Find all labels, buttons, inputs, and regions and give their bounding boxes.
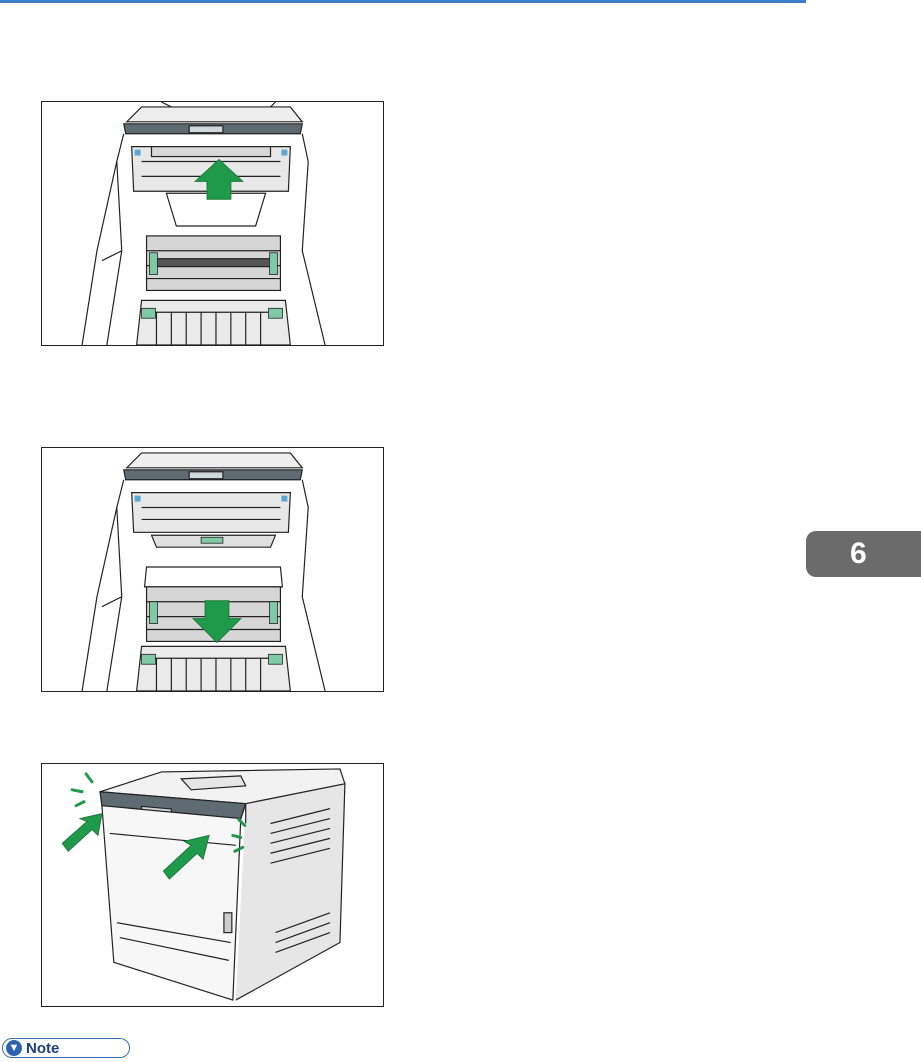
note-text: Note [26, 1040, 59, 1057]
figure-lower-transfer-unit [41, 447, 384, 692]
header-rule [0, 0, 806, 3]
note-label: ▼ Note [2, 1038, 130, 1058]
chapter-number: 6 [850, 537, 867, 571]
printer-open-up-illustration [42, 102, 383, 345]
down-arrow-circle-icon: ▼ [6, 1040, 22, 1056]
chapter-tab: 6 [806, 531, 921, 577]
figure-raise-fuser-cover [41, 101, 384, 346]
arrow-push-left-icon [62, 814, 102, 852]
printer-open-down-illustration [42, 448, 383, 691]
printer-closed-illustration [42, 764, 383, 1006]
figure-close-front-cover [41, 763, 384, 1007]
